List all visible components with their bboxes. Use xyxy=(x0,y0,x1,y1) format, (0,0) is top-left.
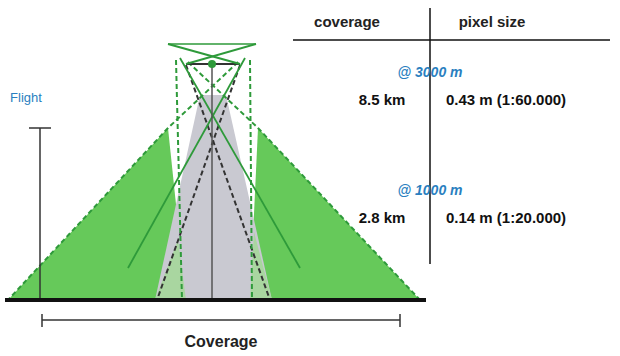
coverage-bracket xyxy=(42,319,400,321)
coverage-value: 8.5 km xyxy=(359,91,406,108)
table-rule xyxy=(429,8,431,264)
view-axis xyxy=(180,58,300,268)
camera-frame xyxy=(186,44,256,64)
pixel-size-value: 0.43 m (1:60.000) xyxy=(446,91,566,108)
camera-center xyxy=(208,60,216,68)
camera-frame xyxy=(168,43,256,45)
axis-label: Flight xyxy=(10,91,42,106)
left-footprint xyxy=(8,128,186,300)
column-header: coverage xyxy=(314,13,380,30)
coverage-bracket xyxy=(41,314,43,327)
column-header: pixel size xyxy=(459,13,526,30)
axis-label: Coverage xyxy=(185,333,258,351)
height-marker xyxy=(29,127,51,129)
nadir-axis xyxy=(211,65,213,300)
coverage-value: 2.8 km xyxy=(359,209,406,226)
ground-line xyxy=(5,298,426,302)
table-rule xyxy=(293,39,610,41)
view-axis xyxy=(128,58,245,268)
altitude-label: @ 1000 m xyxy=(397,182,462,198)
nadir-ray xyxy=(157,65,240,300)
height-marker xyxy=(39,128,41,298)
overlap-zone xyxy=(250,232,272,300)
camera-frame xyxy=(168,44,240,64)
altitude-label: @ 3000 m xyxy=(397,64,462,80)
pixel-size-value: 0.14 m (1:20.000) xyxy=(446,209,566,226)
coverage-bracket xyxy=(399,314,401,327)
